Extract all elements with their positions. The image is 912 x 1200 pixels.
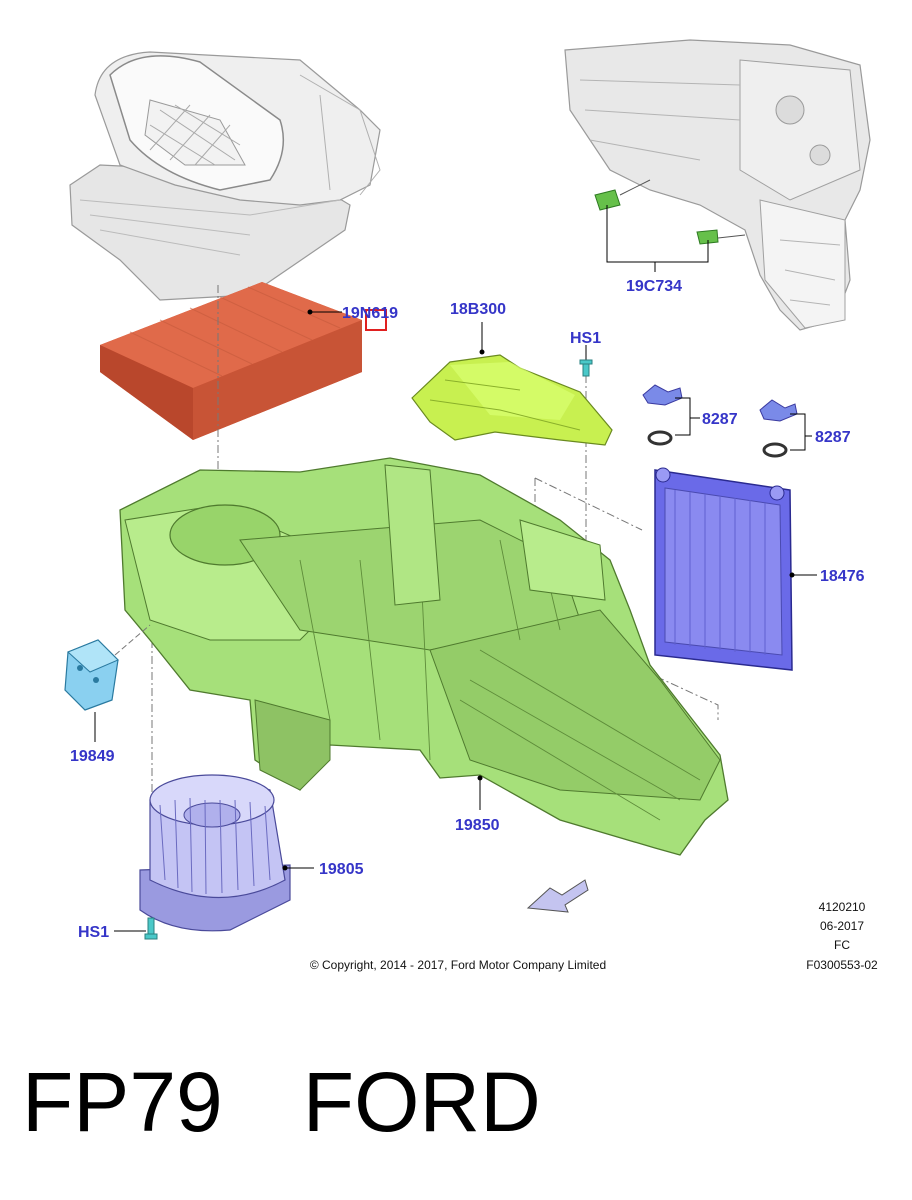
callout-19849: 19849 bbox=[70, 748, 115, 765]
upper-right-part bbox=[564, 39, 871, 331]
diagram-ref: F0300553-02 bbox=[806, 958, 878, 972]
callout-hs1-top: HS1 bbox=[570, 330, 601, 347]
upper-housing-part bbox=[69, 51, 381, 301]
heater-core-part bbox=[654, 467, 793, 671]
hs1-screw-bottom bbox=[144, 917, 158, 940]
parts-diagram: 19N619 18B300 HS1 19C734 8287 8287 18476… bbox=[64, 39, 878, 972]
clip-left-part bbox=[642, 384, 683, 446]
callout-8287-left: 8287 bbox=[702, 411, 738, 428]
callout-19850: 19850 bbox=[455, 817, 500, 834]
blower-motor-leader-dot bbox=[282, 865, 288, 871]
callout-19C734: 19C734 bbox=[626, 278, 682, 295]
callout-hs1-bottom: HS1 bbox=[78, 924, 109, 941]
callout-18476: 18476 bbox=[820, 568, 865, 585]
cover-part bbox=[411, 354, 613, 446]
callout-18B300: 18B300 bbox=[450, 301, 506, 318]
callout-19N619: 19N619 bbox=[342, 305, 398, 322]
heater-core-leader-dot bbox=[789, 572, 795, 578]
footer-caption: FP79 FORD bbox=[22, 1052, 541, 1152]
copyright-text: © Copyright, 2014 - 2017, Ford Motor Com… bbox=[310, 958, 606, 972]
main-housing-part bbox=[119, 457, 729, 856]
highlight-box bbox=[365, 309, 387, 331]
diagram-number: 4120210 bbox=[819, 900, 866, 914]
harness-bracket bbox=[606, 205, 709, 272]
clip-right-bracket bbox=[790, 413, 812, 451]
cabin-filter-part bbox=[100, 282, 362, 440]
clip-right-part bbox=[759, 399, 798, 458]
cover-leader-dot bbox=[479, 349, 485, 355]
hs1-screw-top bbox=[579, 345, 593, 377]
direction-arrow-icon bbox=[526, 879, 589, 913]
model-code: FP79 bbox=[22, 1055, 223, 1149]
blower-motor-part bbox=[139, 774, 291, 932]
callout-8287-right: 8287 bbox=[815, 429, 851, 446]
clip-left-bracket bbox=[675, 397, 700, 436]
filter-leader-dot bbox=[307, 309, 313, 315]
diagram-code: FC bbox=[834, 938, 850, 952]
expansion-valve-part bbox=[64, 624, 151, 711]
diagram-date: 06-2017 bbox=[820, 919, 864, 933]
callout-19805: 19805 bbox=[319, 861, 364, 878]
brand-name: FORD bbox=[302, 1055, 541, 1149]
housing-leader-dot bbox=[477, 775, 483, 781]
